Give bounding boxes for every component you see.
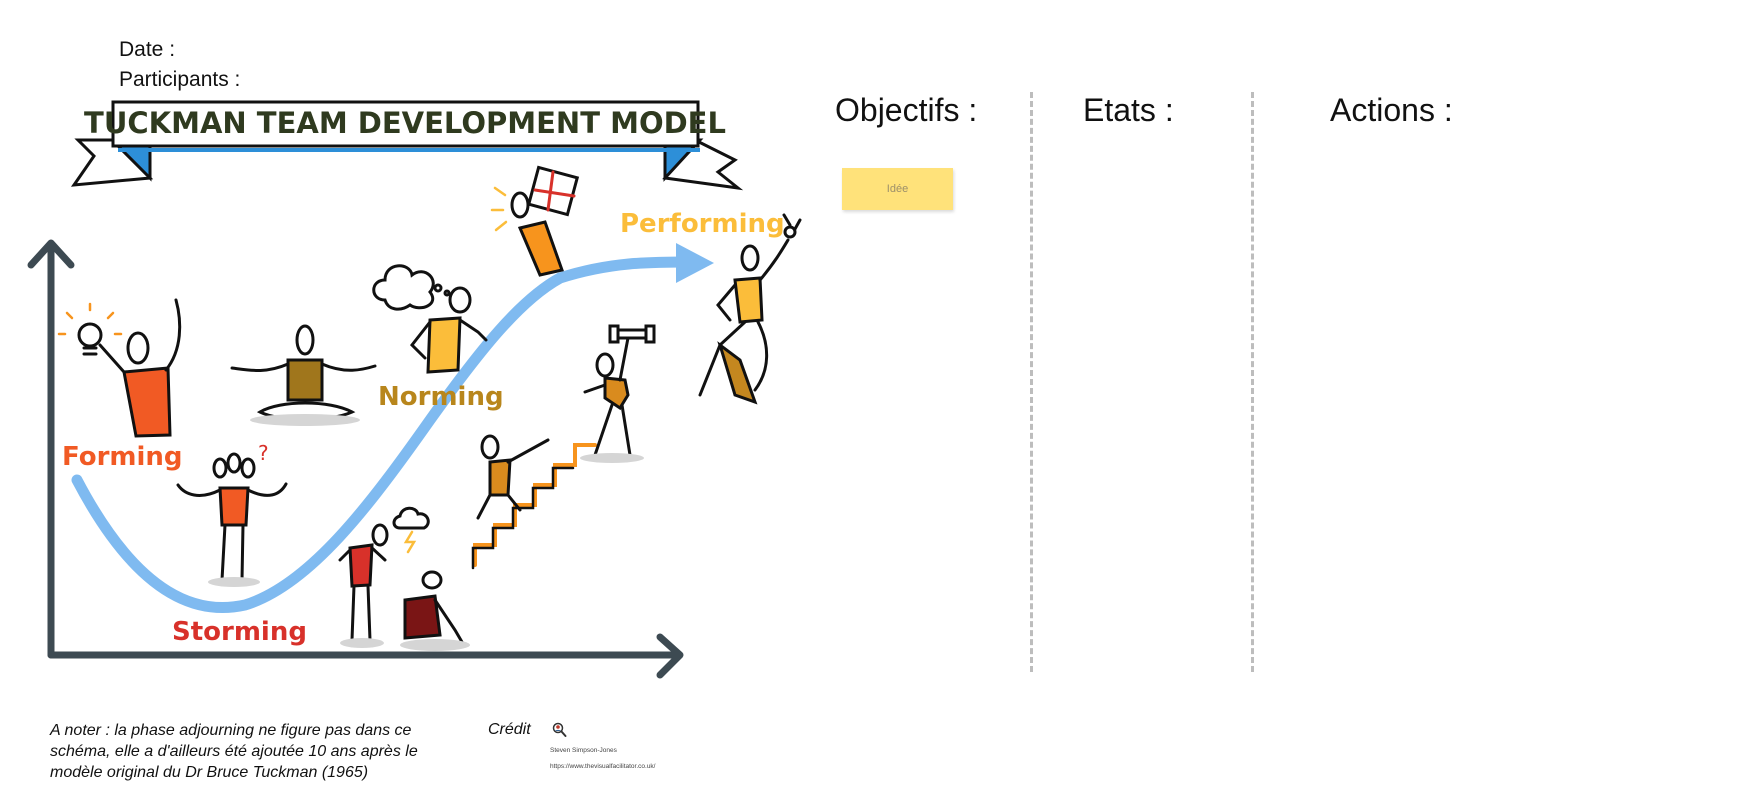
column-title-etats: Etats : — [1083, 92, 1174, 128]
column-title-objectifs: Objectifs : — [835, 92, 978, 128]
person-magnifier-icon — [552, 722, 567, 737]
figure-meditation — [230, 324, 377, 426]
figure-dumbbell-lifter — [580, 324, 656, 463]
banner-ribbon — [70, 100, 744, 191]
figure-confused: ? — [176, 441, 288, 587]
adjourning-note: A noter : la phase adjourning ne figure … — [50, 720, 418, 783]
credit-label: Crédit — [488, 721, 531, 738]
stage-forming: Forming — [62, 442, 183, 472]
tuckman-diagram: TUCKMAN TEAM DEVELOPMENT MODEL Forming S… — [27, 100, 802, 679]
figure-idea-lightbulb — [57, 298, 182, 438]
figure-frustrated — [338, 506, 430, 648]
credit-url-link[interactable]: https://www.thevisualfacilitator.co.uk/ — [550, 763, 656, 770]
stage-storming: Storming — [172, 617, 307, 647]
figure-stairs-climber — [471, 434, 597, 570]
column-divider-1 — [1030, 92, 1033, 672]
credit-author: Steven Simpson-Jones — [550, 747, 617, 754]
stage-norming: Norming — [378, 382, 504, 412]
note-line-2: schéma, elle a d'ailleurs été ajoutée 10… — [50, 743, 418, 760]
figure-thinking — [372, 264, 488, 374]
curve-arrowhead — [676, 243, 714, 283]
progress-curve — [71, 256, 696, 613]
banner-title: TUCKMAN TEAM DEVELOPMENT MODEL — [84, 106, 726, 140]
column-divider-2 — [1251, 92, 1254, 672]
svg-text:?: ? — [258, 441, 269, 465]
column-title-actions: Actions : — [1330, 92, 1453, 128]
note-line-3: modèle original du Dr Bruce Tuckman (196… — [50, 764, 369, 781]
figure-crouching — [400, 570, 470, 651]
date-label: Date : — [119, 38, 176, 61]
figure-gift — [490, 165, 580, 277]
participants-label: Participants : — [119, 68, 241, 91]
figure-celebrating — [698, 213, 802, 405]
sticky-note-idee[interactable]: Idée — [842, 168, 953, 210]
axes — [27, 239, 684, 679]
note-line-1: A noter : la phase adjourning ne figure … — [50, 722, 412, 739]
stage-performing: Performing — [620, 209, 785, 239]
